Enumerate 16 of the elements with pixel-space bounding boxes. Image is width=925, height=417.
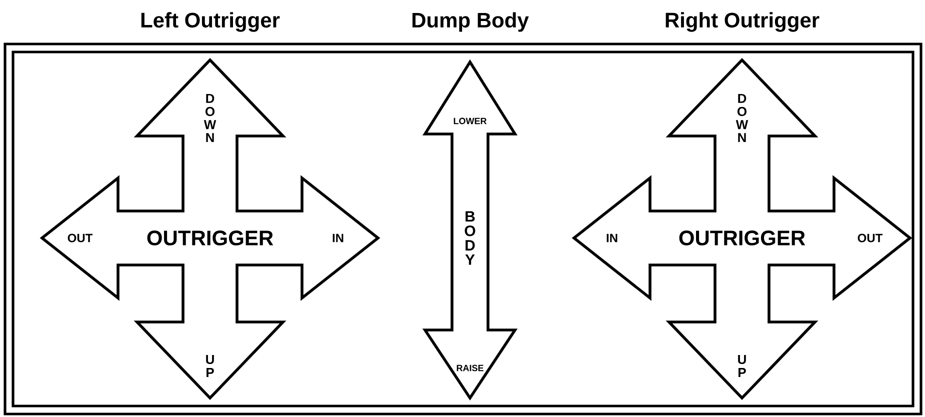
heading: Left Outrigger [141, 12, 280, 32]
arrow-label: OUT [858, 234, 883, 242]
arrow-label: LOWER [454, 118, 487, 124]
arrow-label: DOWN [204, 94, 216, 142]
heading: Right Outrigger [666, 12, 820, 32]
arrow-label: BODY [464, 211, 476, 265]
arrow-label: UP [738, 355, 746, 377]
arrow-label: IN [332, 234, 344, 242]
arrow-label: OUT [68, 234, 93, 242]
arrow-label: OUTRIGGER [679, 230, 806, 246]
arrow-label: UP [206, 355, 214, 377]
arrow-label: OUTRIGGER [147, 230, 274, 246]
arrow-label: IN [606, 234, 618, 242]
arrow-label: RAISE [456, 364, 484, 372]
arrow-label: DOWN [736, 94, 748, 142]
heading: Dump Body [412, 12, 529, 32]
